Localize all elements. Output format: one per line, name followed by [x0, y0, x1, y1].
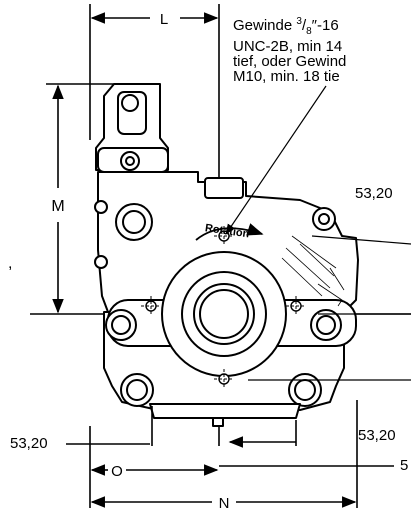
note-line-1-post: ″-16 [311, 17, 339, 34]
note-line-1-pre: Gewinde [233, 17, 297, 34]
right-leaders [248, 235, 411, 381]
dim-O-label: O [111, 463, 123, 480]
note-line-1: Gewinde 3/8″-16 [233, 16, 339, 37]
rotation-arrow [195, 223, 264, 241]
dim-right-edge: 5 [400, 457, 408, 474]
note-frac-den: 8 [306, 26, 312, 37]
note-leader [225, 85, 327, 235]
note-frac-num: 3 [296, 16, 302, 27]
dim-L-label: L [160, 11, 168, 28]
dimension-L [89, 4, 220, 190]
dim-M-label: M [51, 198, 64, 215]
thread-note: Gewinde 3/8″-16 UNC-2B, min 14 tief, ode… [233, 14, 411, 84]
dim-right-top: 53,20 [355, 185, 393, 202]
note-line-2: UNC-2B, min 14 [233, 38, 343, 55]
stray-comma: , [8, 255, 12, 272]
note-line-3: tief, oder Gewind [233, 53, 347, 70]
pump-body [94, 83, 359, 427]
dimension-M [46, 83, 118, 314]
dim-N-label: N [219, 495, 230, 511]
note-line-4: M10, min. 18 tie [233, 68, 340, 84]
dim-right-bottom: 53,20 [358, 427, 396, 444]
lower-verticals [89, 400, 358, 508]
dim-left-bottom: 53,20 [10, 435, 48, 452]
housing-hatching [281, 235, 345, 307]
